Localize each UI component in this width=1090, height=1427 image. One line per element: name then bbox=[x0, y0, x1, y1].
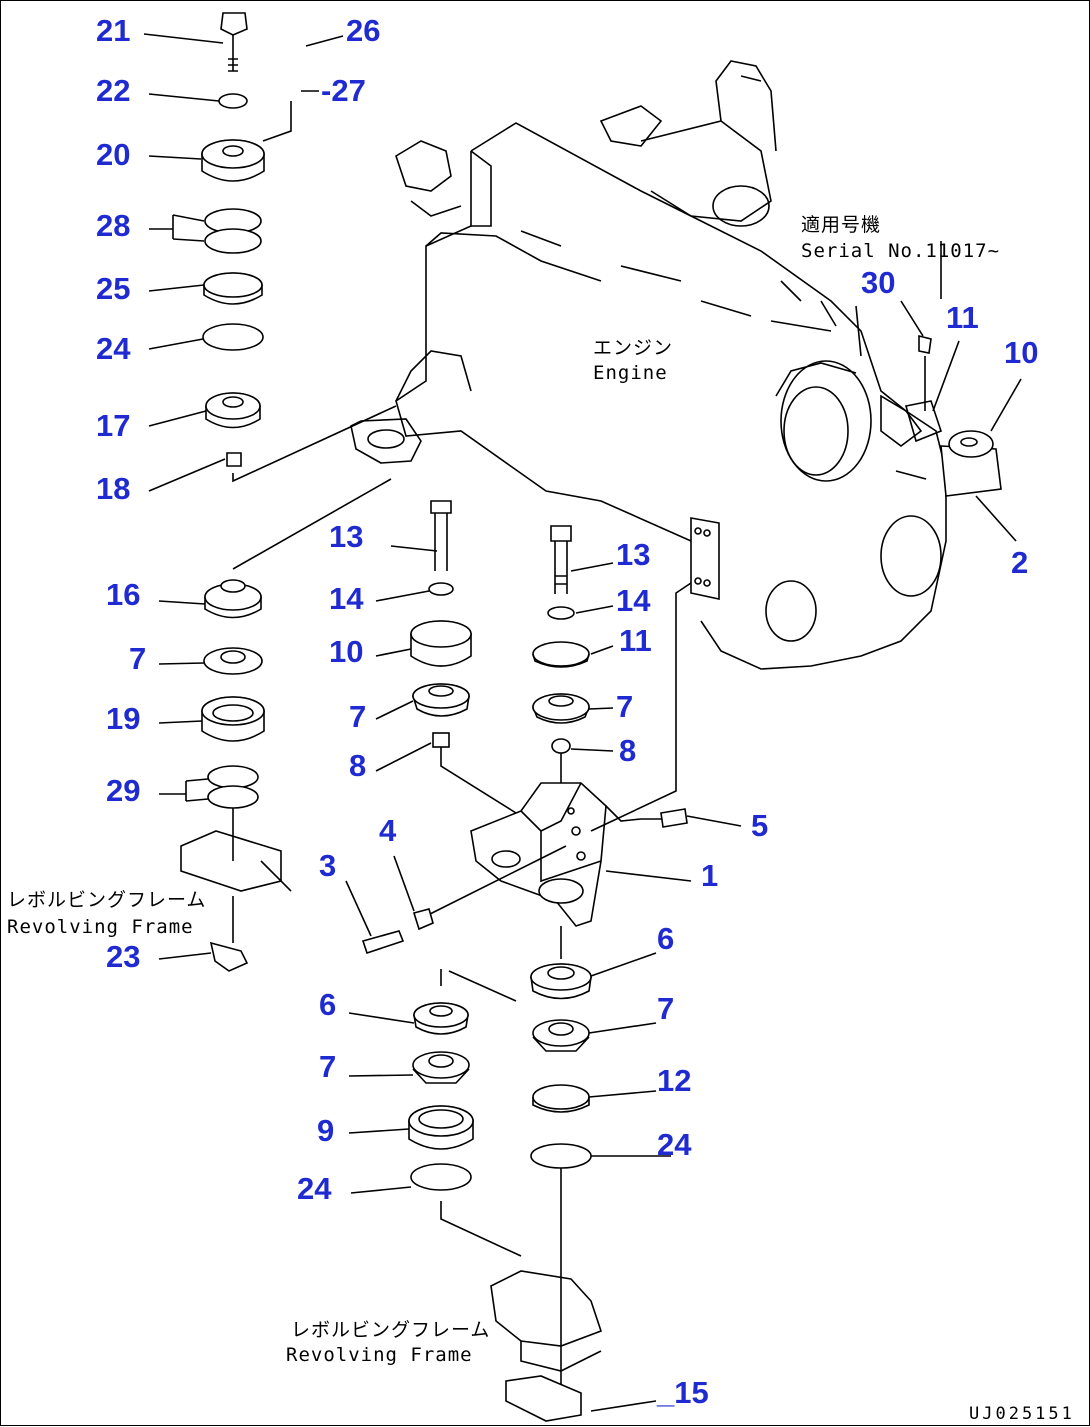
frame-left-label-jp: レボルビングフレーム bbox=[7, 889, 206, 911]
callout-numbers: 21 26 22 -27 20 28 25 24 17 18 30 11 10 … bbox=[96, 13, 1038, 1410]
callout-13a: 13 bbox=[329, 519, 363, 554]
serial-variant-parts bbox=[904, 286, 942, 443]
callout-14b: 14 bbox=[616, 583, 651, 618]
callout-4: 4 bbox=[379, 813, 397, 848]
callout-14a: 14 bbox=[329, 581, 364, 616]
callout-6a: 6 bbox=[657, 921, 674, 956]
callout-24a: 24 bbox=[96, 331, 131, 366]
engine-label-jp: エンジン bbox=[593, 337, 673, 359]
serial-note-jp: 適用号機 bbox=[801, 214, 881, 236]
callout-7b: 7 bbox=[349, 699, 366, 734]
frame-bottom-label-jp: レボルビングフレーム bbox=[291, 1319, 490, 1341]
engine-mount-bracket bbox=[361, 517, 720, 959]
lower-right-stack bbox=[440, 963, 603, 1422]
callout-12: 12 bbox=[657, 1063, 691, 1098]
callout-13b: 13 bbox=[616, 537, 650, 572]
engine-label-en: Engine bbox=[593, 362, 668, 384]
callout-24c: 24 bbox=[297, 1171, 332, 1206]
left-lower-stack bbox=[180, 478, 392, 972]
callout-7d: 7 bbox=[657, 991, 674, 1026]
callout-17: 17 bbox=[96, 408, 130, 443]
center-left-stack bbox=[410, 500, 517, 814]
callout-25: 25 bbox=[96, 271, 130, 306]
callout-1: 1 bbox=[701, 858, 718, 893]
callout-27: -27 bbox=[321, 73, 366, 108]
serial-note-en: Serial No.11017~ bbox=[801, 240, 1000, 262]
callout-3: 3 bbox=[319, 848, 336, 883]
engine-bracket-right bbox=[918, 334, 1002, 497]
callout-29: 29 bbox=[106, 773, 140, 808]
callout-5: 5 bbox=[751, 808, 768, 843]
frame-bottom-label-en: Revolving Frame bbox=[286, 1344, 473, 1366]
frame-left-label-en: Revolving Frame bbox=[7, 916, 194, 938]
callout-2: 2 bbox=[1011, 545, 1028, 580]
leader-lines bbox=[143, 33, 1022, 1412]
callout-16: 16 bbox=[106, 577, 140, 612]
callout-18: 18 bbox=[96, 471, 130, 506]
callout-19: 19 bbox=[106, 701, 140, 736]
callout-8b: 8 bbox=[619, 733, 636, 768]
left-mount-stack bbox=[201, 12, 397, 483]
callout-10b: 10 bbox=[329, 634, 363, 669]
callout-30: 30 bbox=[861, 265, 895, 300]
callout-22: 22 bbox=[96, 73, 130, 108]
drawing-code: UJ025151 bbox=[969, 1404, 1075, 1424]
lower-left-stack bbox=[408, 969, 517, 1191]
callout-24b: 24 bbox=[657, 1127, 692, 1162]
callout-8a: 8 bbox=[349, 748, 366, 783]
callout-15: _15 bbox=[656, 1375, 709, 1410]
callout-23: 23 bbox=[106, 939, 140, 974]
callout-11b: 11 bbox=[619, 623, 652, 658]
callout-6b: 6 bbox=[319, 987, 336, 1022]
callout-7e: 7 bbox=[319, 1049, 336, 1084]
callout-10a: 10 bbox=[1004, 335, 1038, 370]
callout-9: 9 bbox=[317, 1113, 334, 1148]
callout-7a: 7 bbox=[129, 641, 146, 676]
callout-26: 26 bbox=[346, 13, 380, 48]
callout-7c: 7 bbox=[616, 689, 633, 724]
callout-11a: 11 bbox=[946, 300, 979, 335]
callout-21: 21 bbox=[96, 13, 130, 48]
engine-outline bbox=[350, 60, 947, 670]
callout-28: 28 bbox=[96, 208, 130, 243]
callout-20: 20 bbox=[96, 137, 130, 172]
